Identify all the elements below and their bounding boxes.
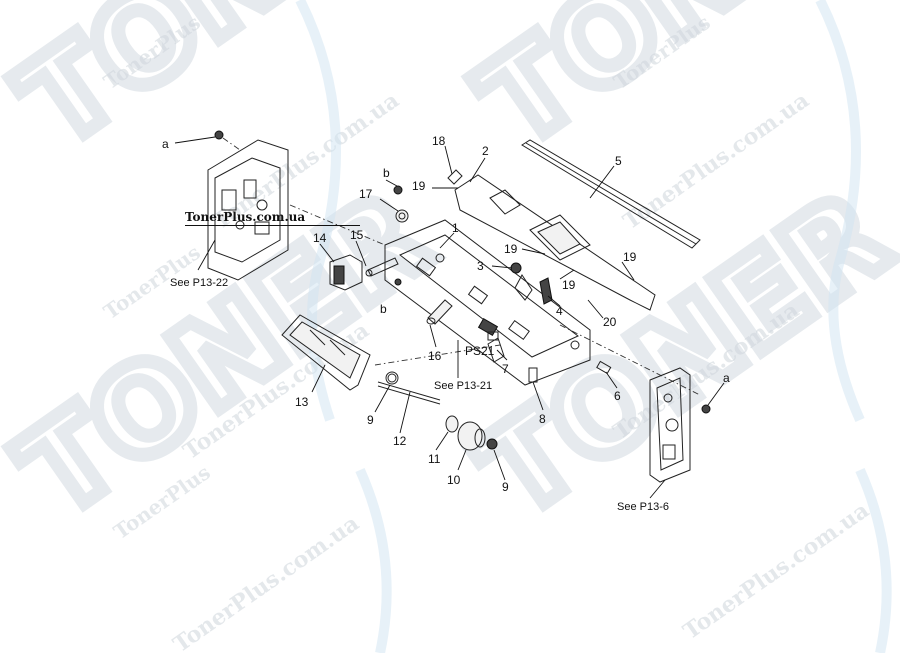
callout-16: 16 (428, 349, 442, 363)
reference-right: See P13-6 (617, 501, 669, 513)
mylar-strip (521, 139, 701, 249)
top-guide (454, 174, 656, 311)
left-frame-plate (207, 139, 289, 281)
watermark-big-1: TONER (0, 0, 452, 174)
screw-a-right (701, 404, 711, 414)
callout-labels: a a b b 1 2 3 4 5 6 7 8 9 9 10 11 12 13 … (162, 134, 730, 494)
roller-part-10 (457, 421, 486, 451)
callout-19-a: 19 (412, 179, 426, 193)
callout-19-c: 19 (562, 278, 576, 292)
pin-part-6 (596, 360, 612, 375)
screw-b-bottom (394, 278, 402, 286)
clip-part-18 (447, 169, 463, 185)
callout-19-b: 19 (504, 242, 518, 256)
callout-4: 4 (556, 304, 563, 318)
callout-b-top: b (383, 166, 390, 180)
watermark-url-5: TonerPlus.com.ua (169, 510, 364, 653)
shaft-part-15 (365, 257, 399, 277)
bracket-part-4 (539, 277, 553, 305)
callout-18: 18 (432, 134, 446, 148)
leader-lines (197, 145, 725, 499)
callout-13: 13 (295, 395, 309, 409)
right-frame-plate (649, 367, 691, 483)
callout-12: 12 (393, 434, 407, 448)
callout-20: 20 (603, 315, 617, 329)
sensor-ps21 (477, 317, 499, 341)
callout-19-d: 19 (623, 250, 637, 264)
parts-drawing: a a b b 1 2 3 4 5 6 7 8 9 9 10 11 12 13 … (162, 130, 730, 513)
callout-b-bottom: b (380, 302, 387, 316)
callout-8: 8 (539, 412, 546, 426)
callout-14: 14 (313, 231, 327, 245)
callout-a-left: a (162, 137, 169, 151)
roller-part-16 (426, 299, 453, 325)
lever-part-7 (487, 337, 505, 363)
callout-1: 1 (452, 221, 459, 235)
lower-cover-part-13 (281, 314, 371, 391)
callout-11: 11 (428, 452, 441, 466)
callout-7: 7 (502, 362, 509, 376)
callout-17: 17 (359, 187, 373, 201)
callout-a-right: a (723, 371, 730, 385)
callout-9-right: 9 (502, 480, 509, 494)
watermark-url-6: TonerPlus.com.ua (679, 497, 874, 645)
screw-a-left (174, 130, 241, 151)
bearing-part-9-right (486, 438, 498, 450)
callout-5: 5 (615, 154, 622, 168)
watermark-swoosh-4 (855, 467, 892, 653)
callout-3: 3 (477, 259, 484, 273)
gear-part-3 (510, 262, 533, 301)
callout-6: 6 (614, 389, 621, 403)
reference-center: See P13-21 (434, 380, 492, 392)
watermark-swoosh-1 (295, 0, 341, 422)
callout-ps21: PS21 (465, 344, 495, 358)
watermark-swoosh-2 (815, 0, 865, 423)
reference-left: See P13-22 (170, 277, 228, 289)
callout-15: 15 (350, 228, 364, 242)
watermark-swoosh-3 (355, 467, 392, 653)
bracket-part-14 (329, 254, 363, 291)
callout-10: 10 (447, 473, 461, 487)
page-references: See P13-22 See P13-21 See P13-6 (170, 277, 669, 513)
collar-part-17 (395, 209, 409, 223)
assembly-line-bottom (374, 344, 501, 366)
assembly-line-left (289, 204, 386, 246)
site-banner: TonerPlus.com.ua (185, 211, 360, 226)
bearing-part-9-left (385, 371, 399, 385)
callout-2: 2 (482, 144, 489, 158)
gear-part-11 (445, 415, 459, 433)
callout-9-left: 9 (367, 413, 374, 427)
screw-b-top (393, 185, 403, 195)
